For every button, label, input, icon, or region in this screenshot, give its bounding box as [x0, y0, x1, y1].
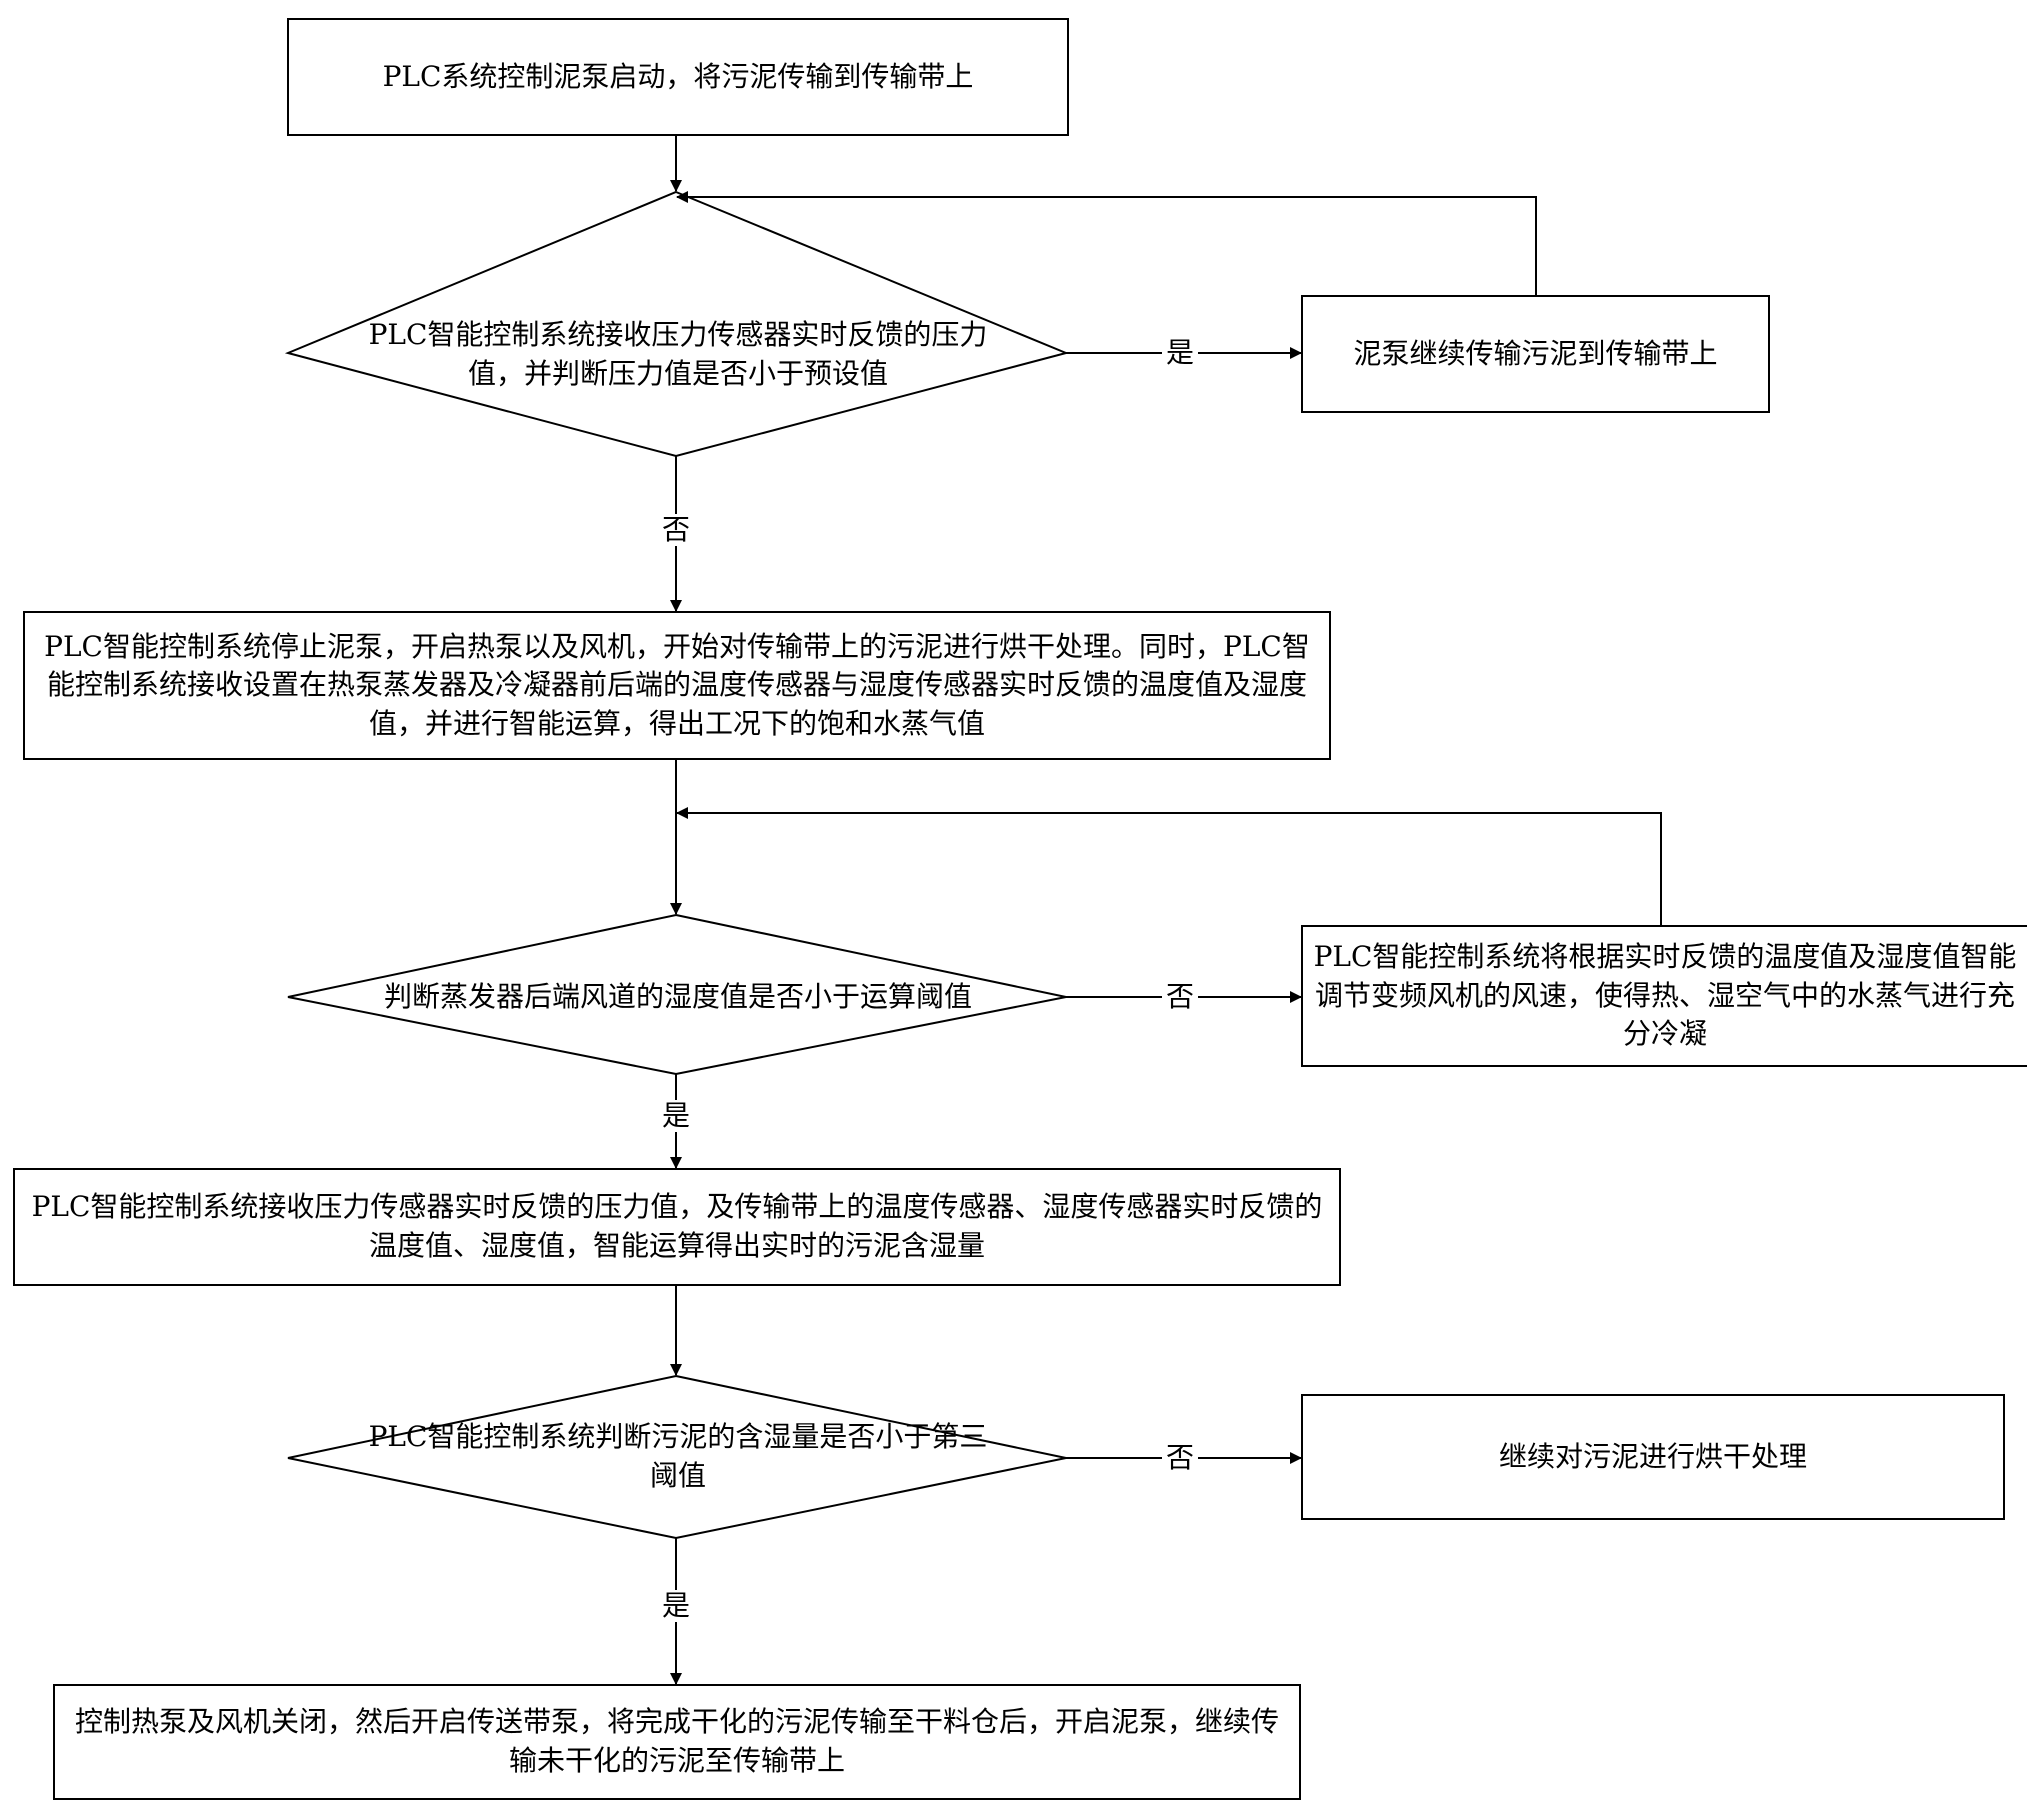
label-moisture-yes: 是: [657, 1590, 695, 1622]
label-pressure-no: 否: [657, 514, 695, 546]
label-humidity-yes: 是: [657, 1100, 695, 1132]
start-text: PLC系统控制泥泵启动，将污泥传输到传输带上: [382, 59, 974, 93]
decision-pressure-text: PLC智能控制系统接收压力传感器实时反馈的压力值，并判断压力值是否小于预设值: [368, 318, 988, 390]
continue-pump-text: 泥泵继续传输污泥到传输带上: [1353, 336, 1718, 370]
continue-drying-text: 继续对污泥进行烘干处理: [1498, 1439, 1807, 1473]
label-pressure-yes: 是: [1161, 337, 1199, 369]
continue-drying-box: [1301, 1394, 2005, 1520]
finish-box: [53, 1684, 1301, 1800]
decision-moisture-text: PLC智能控制系统判断污泥的含湿量是否小于第三阈值: [368, 1420, 988, 1492]
edge-adjust-fan-loop: [676, 807, 1662, 926]
adjust-fan-text: PLC智能控制系统将根据实时反馈的温度值及湿度值智能调节变频风机的风速，使得热、…: [1313, 940, 2017, 1051]
stop-pump-dry-text: PLC智能控制系统停止泥泵，开启热泵以及风机，开始对传输带上的污泥进行烘干处理。…: [44, 629, 1310, 740]
label-moisture-no: 否: [1161, 1442, 1199, 1474]
label-humidity-no: 否: [1161, 981, 1199, 1013]
start-box: [287, 18, 1069, 136]
adjust-fan-box: [1301, 925, 2027, 1067]
decision-humidity-text: 判断蒸发器后端风道的湿度值是否小于运算阈值: [383, 979, 972, 1013]
finish-text: 控制热泵及风机关闭，然后开启传送带泵，将完成干化的污泥传输至干料仓后，开启泥泵，…: [74, 1705, 1279, 1777]
edge-continue-pump-loop: [676, 191, 1537, 296]
compute-moisture-text: PLC智能控制系统接收压力传感器实时反馈的压力值，及传输带上的温度传感器、湿度传…: [31, 1190, 1323, 1262]
